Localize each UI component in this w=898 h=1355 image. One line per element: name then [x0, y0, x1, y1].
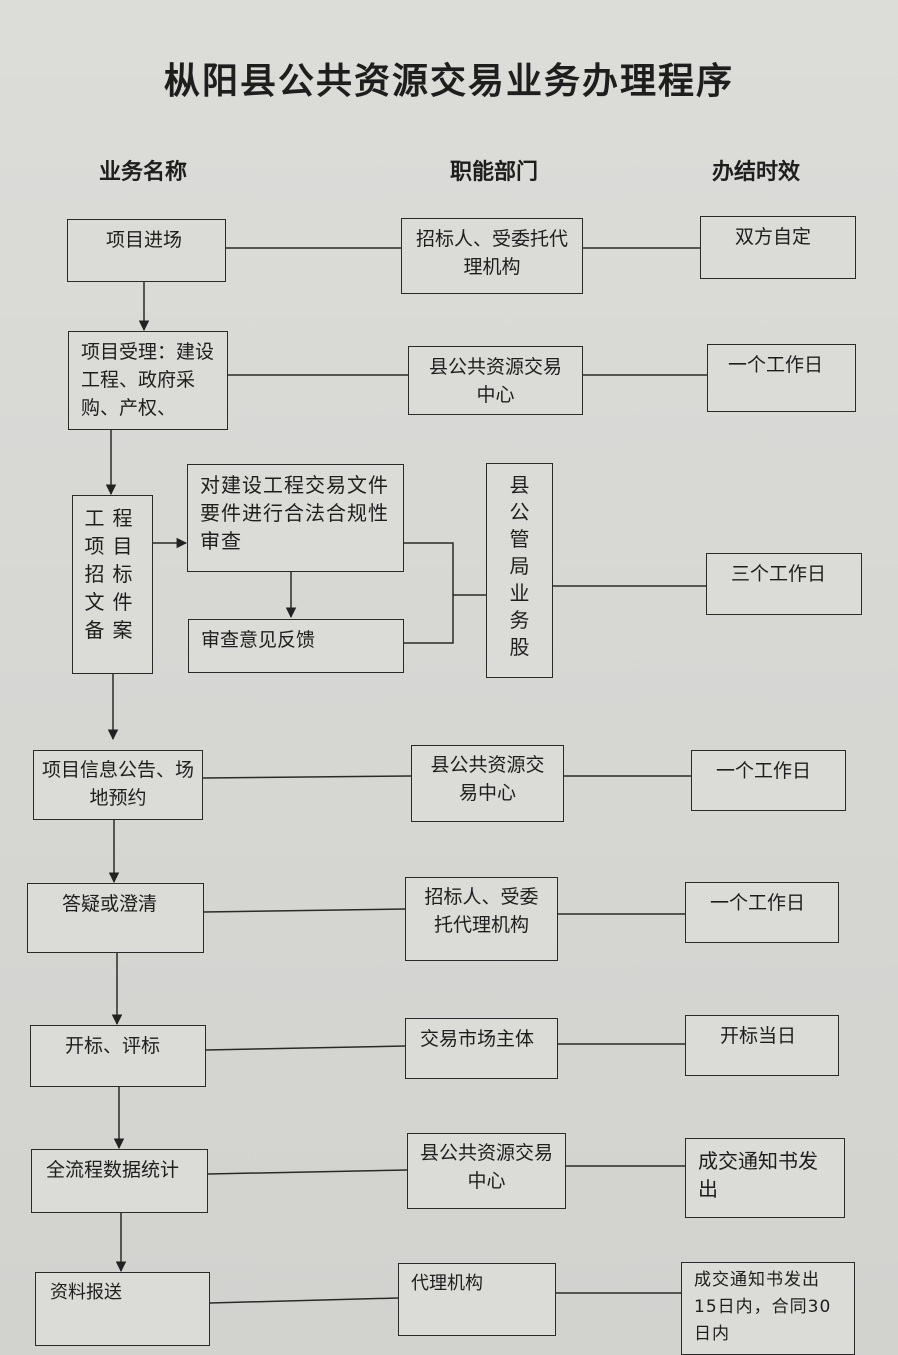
dept-data-statistics: 县公共资源交易中心 — [407, 1133, 566, 1209]
connector-line — [202, 775, 412, 779]
time-filing: 三个工作日 — [706, 553, 862, 615]
connector-line — [207, 1169, 408, 1175]
header-department: 职能部门 — [449, 160, 538, 185]
step-project-entry: 项目进场 — [67, 219, 226, 282]
time-project-acceptance: 一个工作日 — [707, 344, 856, 412]
dept-bid-opening-evaluation: 交易市场主体 — [405, 1018, 558, 1079]
dept-project-entry: 招标人、受委托代理机构 — [401, 218, 583, 294]
step-project-acceptance: 项目受理：建设工程、政府采购、产权、 — [68, 331, 228, 430]
dept-project-acceptance: 县公共资源交易中心 — [408, 346, 583, 415]
step-bid-opening-evaluation: 开标、评标 — [30, 1025, 206, 1087]
dept-clarification: 招标人、受委托代理机构 — [405, 877, 558, 961]
step-info-announcement: 项目信息公告、场地预约 — [33, 750, 203, 820]
time-document-submission: 成交通知书发出15日内，合同30日内 — [681, 1262, 855, 1355]
time-clarification: 一个工作日 — [685, 882, 839, 943]
step-tender-document-filing: 工程项目招标文件备案 — [72, 495, 153, 674]
dept-county-bureau-section: 县公管局业务股 — [486, 463, 553, 678]
connector-line — [404, 542, 454, 644]
header-time-limit: 办结时效 — [711, 160, 800, 185]
step-data-statistics: 全流程数据统计 — [31, 1149, 208, 1213]
header-business-name: 业务名称 — [98, 160, 187, 185]
step-document-submission: 资料报送 — [35, 1272, 210, 1346]
time-info-announcement: 一个工作日 — [691, 750, 846, 811]
time-bid-opening-evaluation: 开标当日 — [685, 1015, 839, 1076]
step-legality-review: 对建设工程交易文件要件进行合法合规性审查 — [187, 464, 404, 572]
dept-info-announcement: 县公共资源交易中心 — [411, 745, 564, 822]
connector-line — [209, 1297, 399, 1304]
connector-line — [203, 908, 406, 913]
step-clarification: 答疑或澄清 — [27, 883, 204, 953]
step-review-feedback: 审查意见反馈 — [188, 619, 404, 673]
connector-line — [205, 1045, 406, 1051]
dept-document-submission: 代理机构 — [398, 1263, 556, 1336]
time-data-statistics: 成交通知书发出 — [685, 1138, 845, 1218]
page-title: 枞阳县公共资源交易业务办理程序 — [163, 60, 734, 102]
time-project-entry: 双方自定 — [700, 216, 856, 279]
